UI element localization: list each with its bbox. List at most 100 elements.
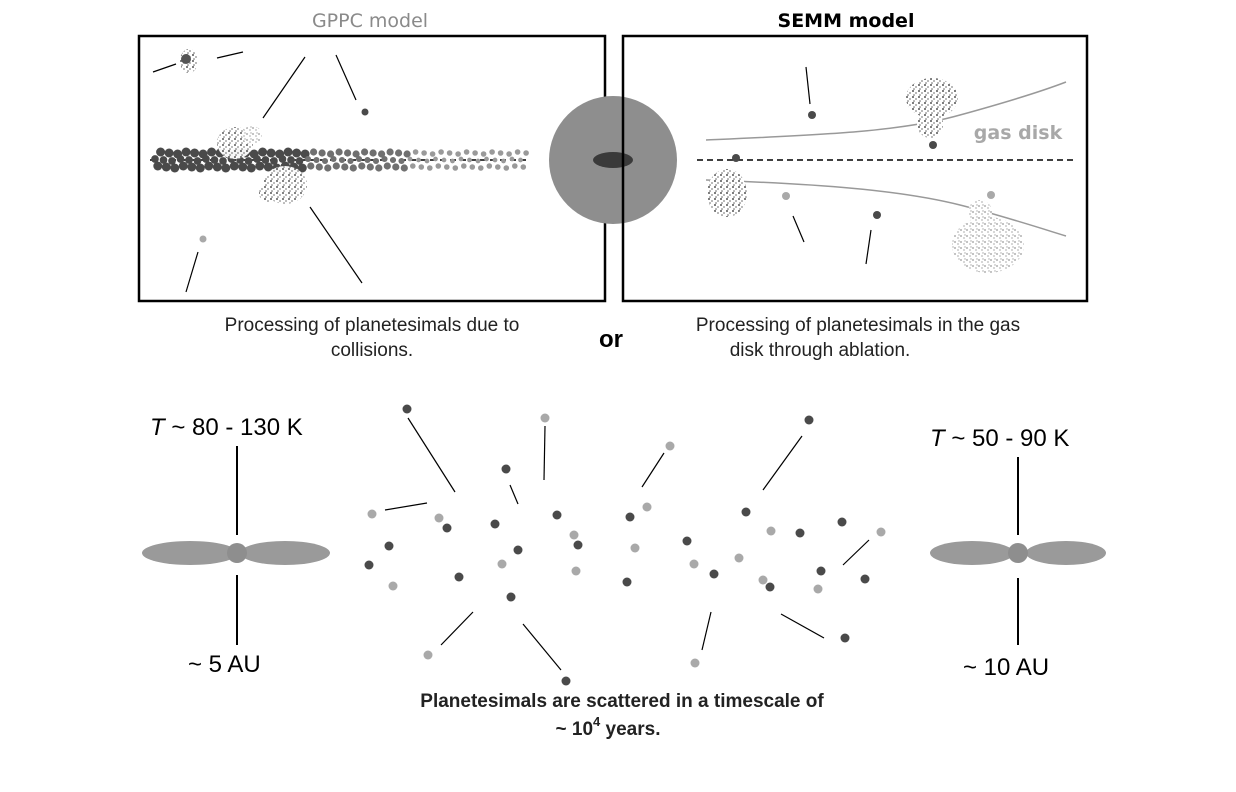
left-distance-label: ~ 5 AU [188,651,261,678]
scatter-planetesimal [569,530,579,540]
belt-planetesimal [297,163,307,173]
scatter-planetesimal [540,413,550,423]
left-system: T ~ 80 - 130 K ~ 5 AU [142,414,330,678]
scatter-trajectory-line [842,539,870,566]
semm-ablation-clump [707,169,747,217]
scatter-caption-suffix: years. [600,719,660,740]
belt-planetesimal [181,147,191,157]
belt-planetesimal [178,161,188,171]
belt-planetesimal [424,158,430,164]
belt-planetesimal [229,161,239,171]
scatter-planetesimal [765,582,775,592]
belt-planetesimal [472,150,478,156]
belt-planetesimal [327,150,335,158]
belt-planetesimal [452,165,459,171]
semm-ablation-clump [952,200,1024,273]
belt-planetesimal [372,157,380,165]
belt-planetesimal [492,157,498,163]
scatter-caption-prefix: ~ 10 [556,719,594,740]
scatter-trajectory-line [701,611,712,651]
belt-planetesimal [412,149,419,155]
semm-panel-frame [621,34,1089,303]
belt-planetesimal [151,155,159,163]
belt-planetesimal [332,162,340,170]
scatter-planetesimal [552,510,562,520]
belt-planetesimal [212,162,222,172]
belt-planetesimal [389,156,397,164]
right-temperature-label: T ~ 50 - 90 K [930,425,1069,452]
scatter-planetesimal [813,584,823,594]
scatter-planetesimal [423,650,433,660]
belt-planetesimal [461,163,467,169]
belt-planetesimal [313,156,320,164]
belt-planetesimal [266,148,276,158]
scatter-planetesimal [490,519,500,529]
gppc-caption-line2: collisions. [331,340,413,361]
belt-planetesimal [153,161,163,171]
belt-planetesimal [352,150,360,158]
belt-planetesimal [444,164,450,170]
belt-planetesimal [295,157,304,165]
semm-panel: gas disk [621,34,1089,303]
right-distance-label: ~ 10 AU [963,654,1049,681]
belt-planetesimal [307,162,315,170]
belt-planetesimal [429,151,436,157]
scatter-planetesimal [384,541,394,551]
right-temperature-range: ~ 50 - 90 K [945,425,1070,452]
belt-planetesimal [159,156,168,164]
scatter-caption-line2: ~ 104 years. [556,714,661,740]
belt-planetesimal [193,157,202,165]
belt-planetesimal [518,157,523,163]
belt-planetesimal [207,147,217,157]
belt-planetesimal [195,163,205,173]
gas-disk-label: gas disk [974,122,1063,144]
semm-trajectory-line [865,229,872,265]
scatter-trajectory-line [407,417,456,493]
belt-planetesimal [435,163,442,169]
right-star [1008,543,1028,563]
belt-planetesimal [375,164,383,172]
belt-planetesimal [341,163,349,171]
belt-planetesimal [366,163,374,171]
scatter-planetesimal [388,581,398,591]
belt-planetesimal [253,155,261,163]
belt-planetesimal [383,162,391,170]
left-temperature-symbol: T [150,414,167,441]
gppc-trajectory-line [309,206,363,284]
belt-planetesimal [210,156,219,164]
belt-planetesimal [398,157,405,165]
belt-planetesimal [497,150,504,156]
scatter-planetesimal [804,415,814,425]
semm-caption-line2: disk through ablation. [730,340,911,361]
belt-planetesimal [438,149,444,155]
scatter-planetesimal [642,502,652,512]
belt-planetesimal [221,163,231,173]
belt-planetesimal [392,163,400,171]
scatter-planetesimal [402,404,412,414]
gppc-trajectory-line [335,54,357,101]
belt-planetesimal [258,147,268,157]
scatter-trajectory-line [641,452,665,488]
belt-planetesimal [455,151,461,157]
gppc-panel-title: GPPC model [312,10,428,32]
scatter-planetesimal [690,658,700,668]
belt-planetesimal [458,156,464,162]
scatter-planetesimal [709,569,719,579]
scatter-planetesimal [497,559,507,569]
gppc-debris-clump-corner [180,49,198,73]
scatter-planetesimal [364,560,374,570]
scatter-trajectory-line [509,484,519,505]
scatter-planetesimal [434,513,444,523]
scatter-trajectory-line [543,425,546,481]
belt-planetesimal [400,164,408,172]
central-star [549,96,677,224]
belt-planetesimal [190,148,200,158]
star-core [593,152,633,168]
belt-planetesimal [324,164,332,172]
gppc-planetesimal-belt [151,147,529,173]
belt-planetesimal [503,165,510,171]
belt-planetesimal [421,150,427,156]
scatter-planetesimal [816,566,826,576]
scatter-planetesimal [766,526,776,536]
belt-planetesimal [304,155,312,163]
